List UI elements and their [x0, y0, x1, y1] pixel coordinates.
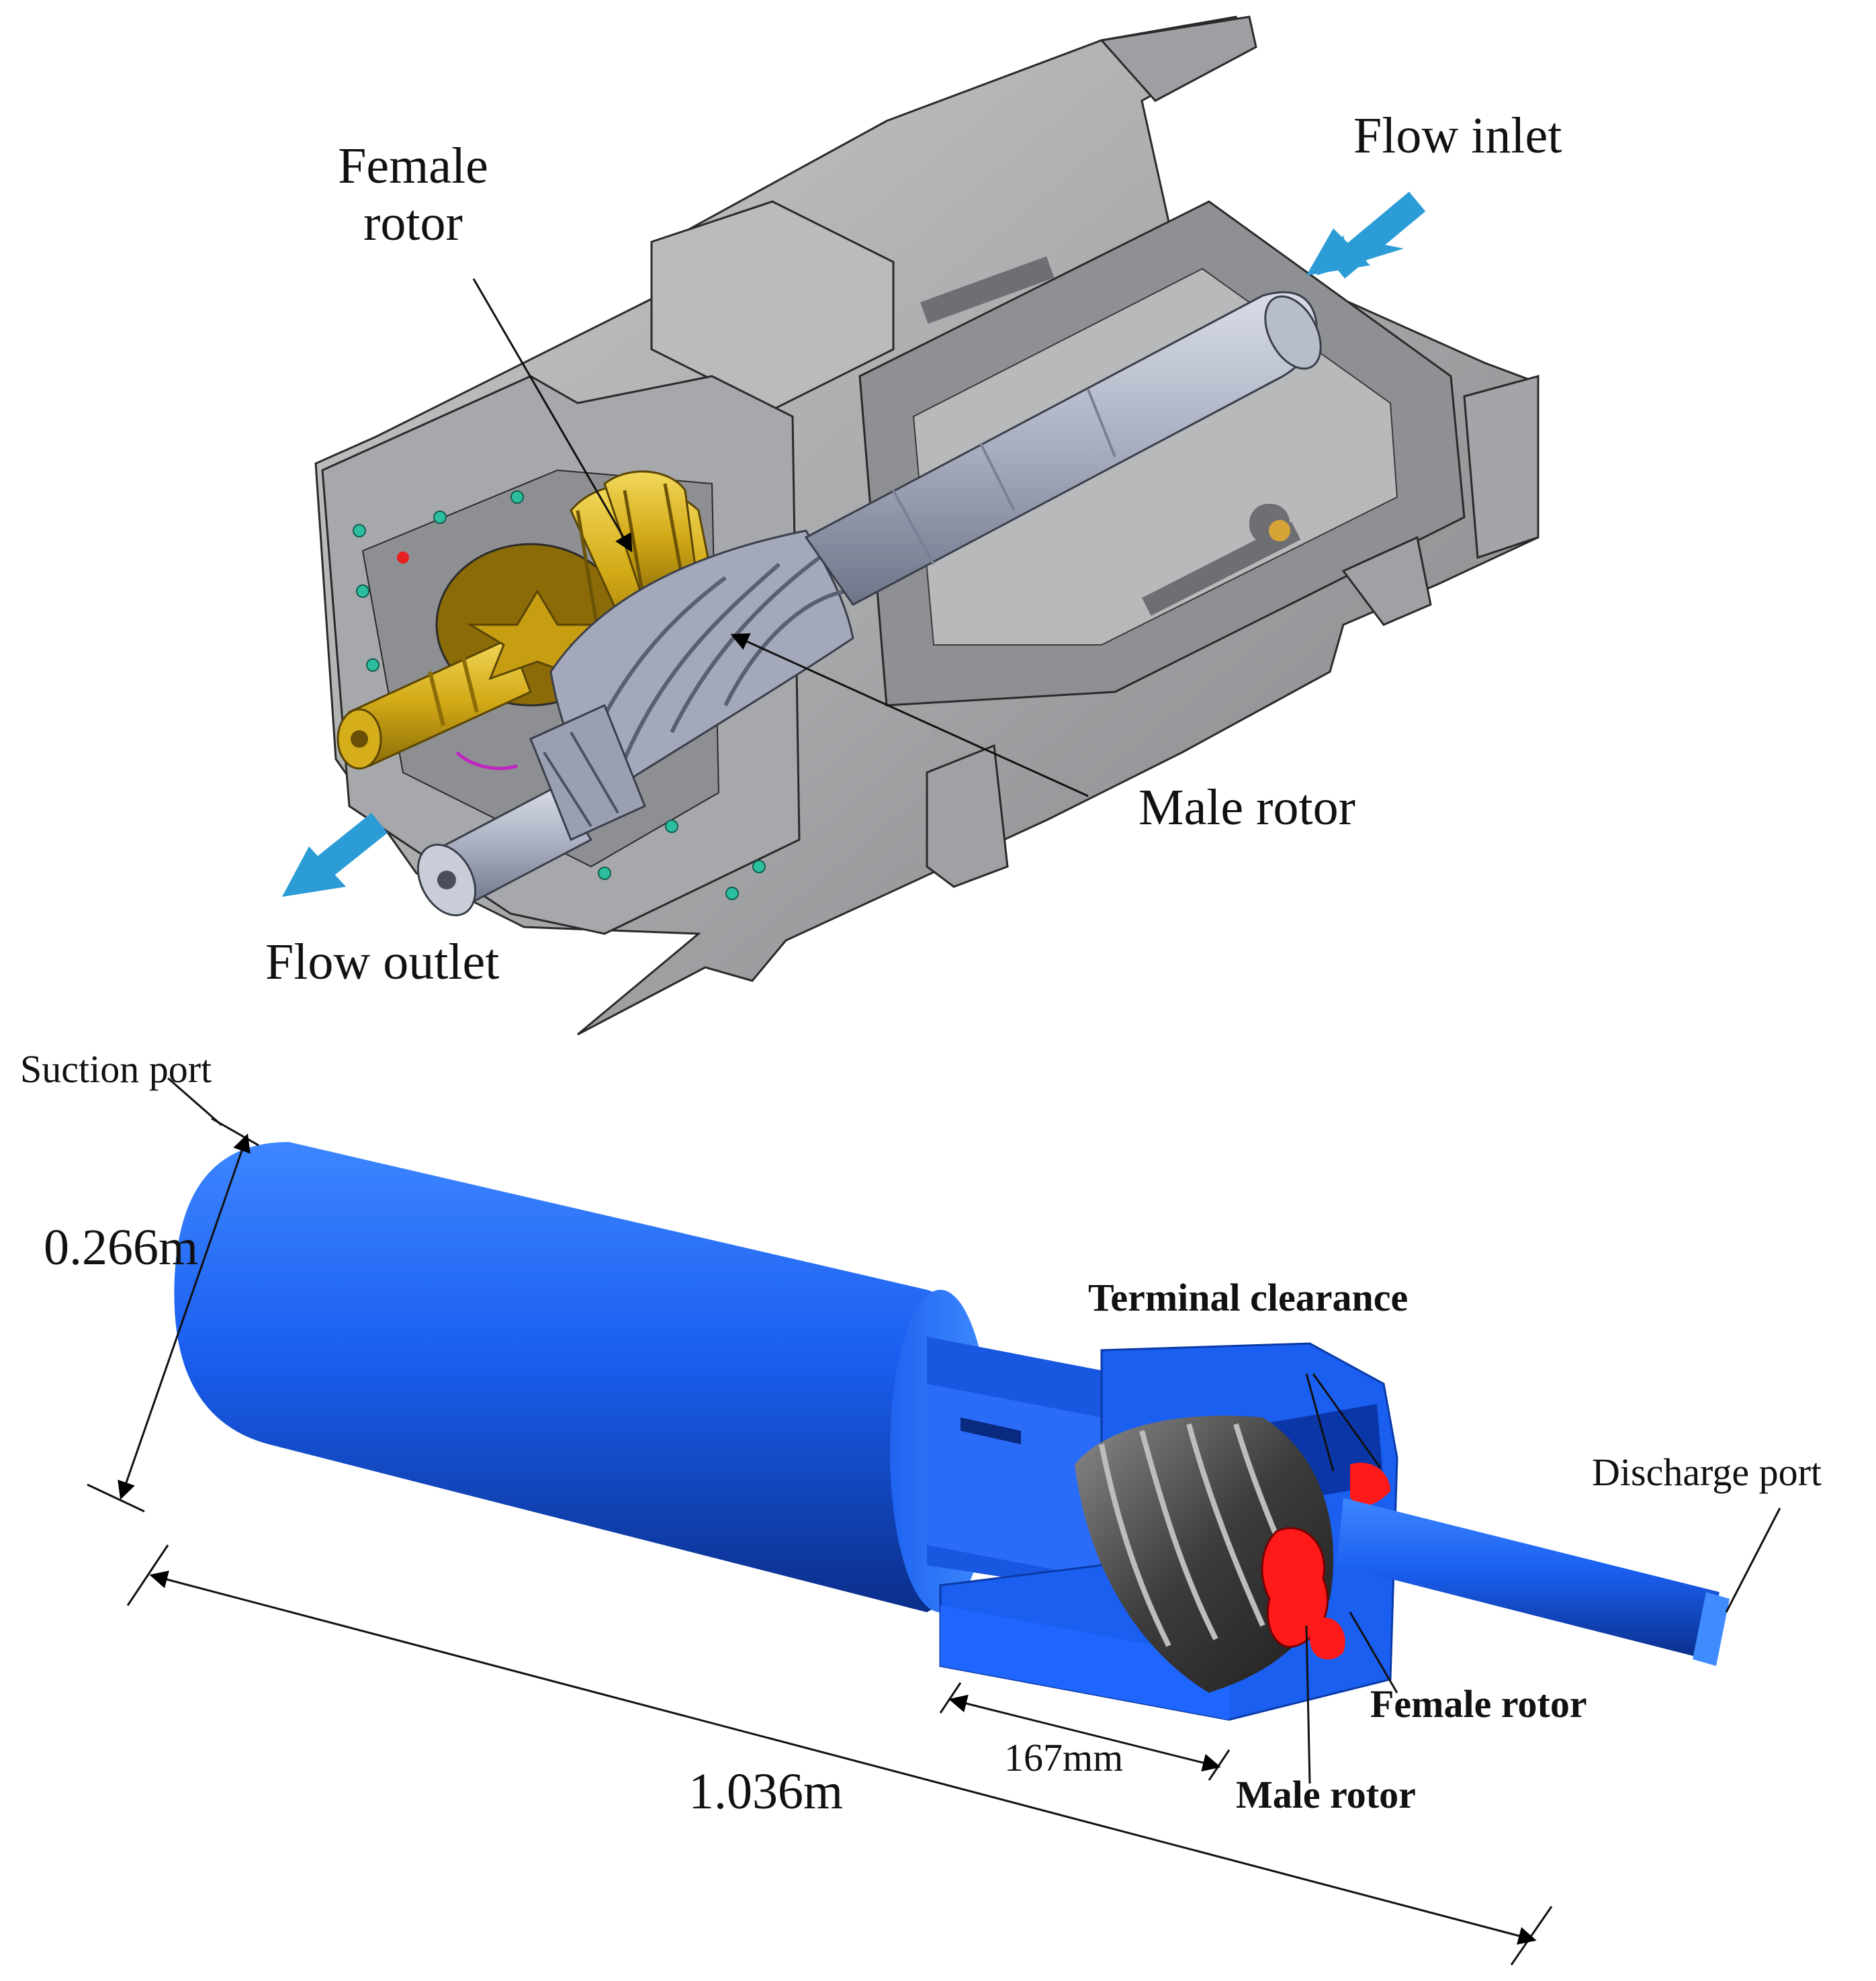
female-rotor-label-line2: rotor	[363, 195, 463, 252]
female-rotor-leader	[472, 278, 633, 553]
bolt-holes	[353, 490, 766, 900]
male-rotor-label: Male rotor	[1138, 779, 1355, 836]
rotor-length-dimension-line	[948, 1694, 1221, 1772]
rotor-length-label: 167mm	[1004, 1736, 1124, 1779]
flow-outlet-arrow	[282, 813, 388, 897]
compressor-cutaway	[282, 15, 1539, 1036]
male-shaft	[804, 291, 1318, 606]
diameter-dimension-line	[118, 1133, 251, 1500]
length-label: 1.036m	[688, 1763, 844, 1820]
terminal-clearance-label: Terminal clearance	[1088, 1276, 1409, 1319]
discharge-port-label: Discharge port	[1592, 1450, 1822, 1494]
diameter-label: 0.266m	[44, 1219, 199, 1276]
bottom-female-rotor-label: Female rotor	[1370, 1682, 1587, 1726]
length-dimension-line	[149, 1571, 1537, 1945]
discharge-pipe	[1337, 1498, 1719, 1659]
female-rotor-label: Female rotor	[316, 138, 510, 252]
flow-inlet-arrow	[1306, 191, 1426, 279]
bottom-male-rotor-label: Male rotor	[1236, 1773, 1416, 1816]
flow-inlet-label: Flow inlet	[1353, 107, 1562, 164]
flow-outlet-label: Flow outlet	[265, 934, 500, 990]
suction-port-label: Suction port	[20, 1047, 212, 1091]
male-rotor-leader	[730, 633, 1089, 797]
fluid-domain-model	[87, 1077, 1781, 1966]
male-rotor-part	[416, 291, 1322, 917]
female-rotor-label-line1: Female	[338, 138, 488, 194]
suction-cylinder	[174, 1142, 988, 1612]
